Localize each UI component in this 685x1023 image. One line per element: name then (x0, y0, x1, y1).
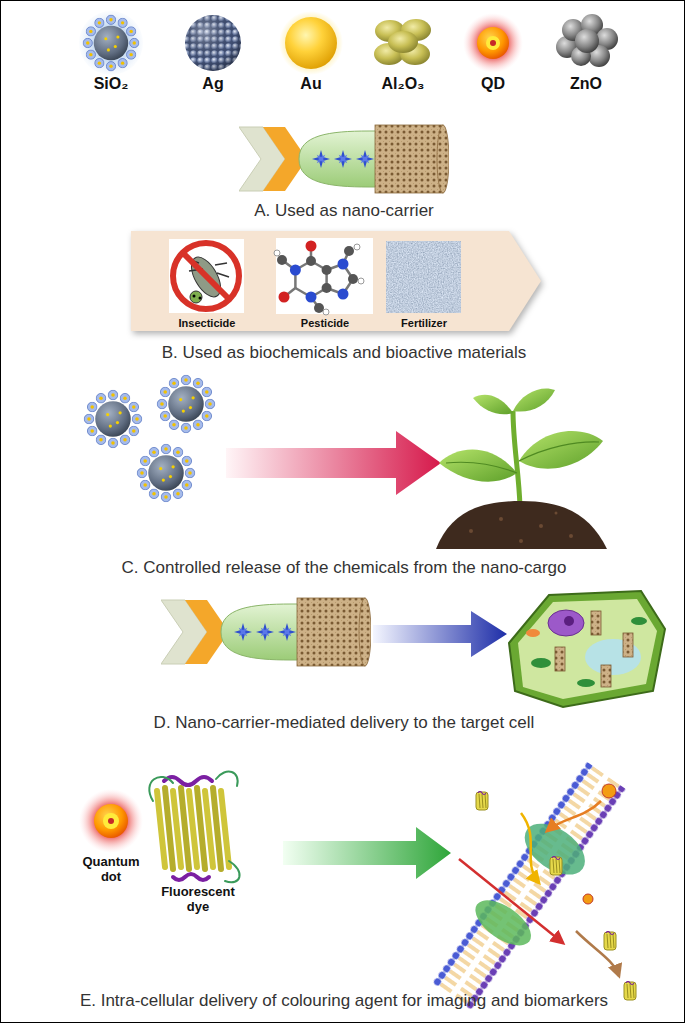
panel-caption: B. Used as biochemicals and bioactive ma… (79, 343, 609, 363)
plant-cell (509, 591, 665, 707)
fertilizer-granules (386, 241, 461, 313)
material-band: B. Used as biochemicals and bioactive ma… (131, 231, 541, 331)
material-tile: Insecticide (164, 237, 250, 331)
quantum-dot (463, 13, 523, 73)
agent-name: Quantum dot (78, 855, 144, 885)
insecticide-picture (169, 239, 244, 313)
tile-label: Insecticide (164, 317, 250, 330)
agent-name: Fluorescent dye (153, 885, 243, 915)
material-name: ZnO (541, 75, 631, 93)
delivery-arrow (373, 611, 507, 657)
material-tile: Pesticide (270, 237, 380, 331)
release-arrow (226, 431, 441, 495)
material-name: Al₂O₃ (358, 75, 448, 93)
loaded-nanoparticles (84, 375, 215, 502)
material-tile: Fertilizer (381, 237, 467, 331)
nano-carrier (161, 598, 371, 666)
fluorescent-protein-barrel (149, 772, 239, 883)
panel-caption: D. Nano-carrier-mediated delivery to the… (14, 713, 674, 733)
tile-label: Pesticide (270, 317, 380, 330)
zinc-oxide-cluster (556, 14, 618, 67)
nano-carrier (239, 125, 449, 193)
panel-caption: E. Intra-cellular delivery of colouring … (9, 991, 679, 1011)
cell-membrane (424, 756, 636, 1016)
quantum-dot (79, 789, 143, 853)
material-name: Ag (168, 75, 258, 93)
silica-nanoparticle (79, 11, 143, 75)
material-name: QD (448, 75, 538, 93)
material-name: Au (266, 75, 356, 93)
gold-nanoparticle (279, 11, 343, 75)
material-name: SiO₂ (66, 75, 156, 93)
panel-caption: C. Controlled release of the chemicals f… (14, 558, 674, 578)
pesticide-molecule (274, 238, 373, 315)
band-shape (131, 231, 541, 331)
panel-caption: A. Used as nano-carrier (24, 201, 664, 221)
tile-label: Fertilizer (381, 317, 467, 330)
alumina-nanoparticle (374, 19, 431, 65)
silver-nanoparticle (185, 15, 241, 71)
plant-seedling (436, 388, 607, 549)
imaging-arrow (283, 827, 451, 879)
band-outline (131, 231, 541, 331)
